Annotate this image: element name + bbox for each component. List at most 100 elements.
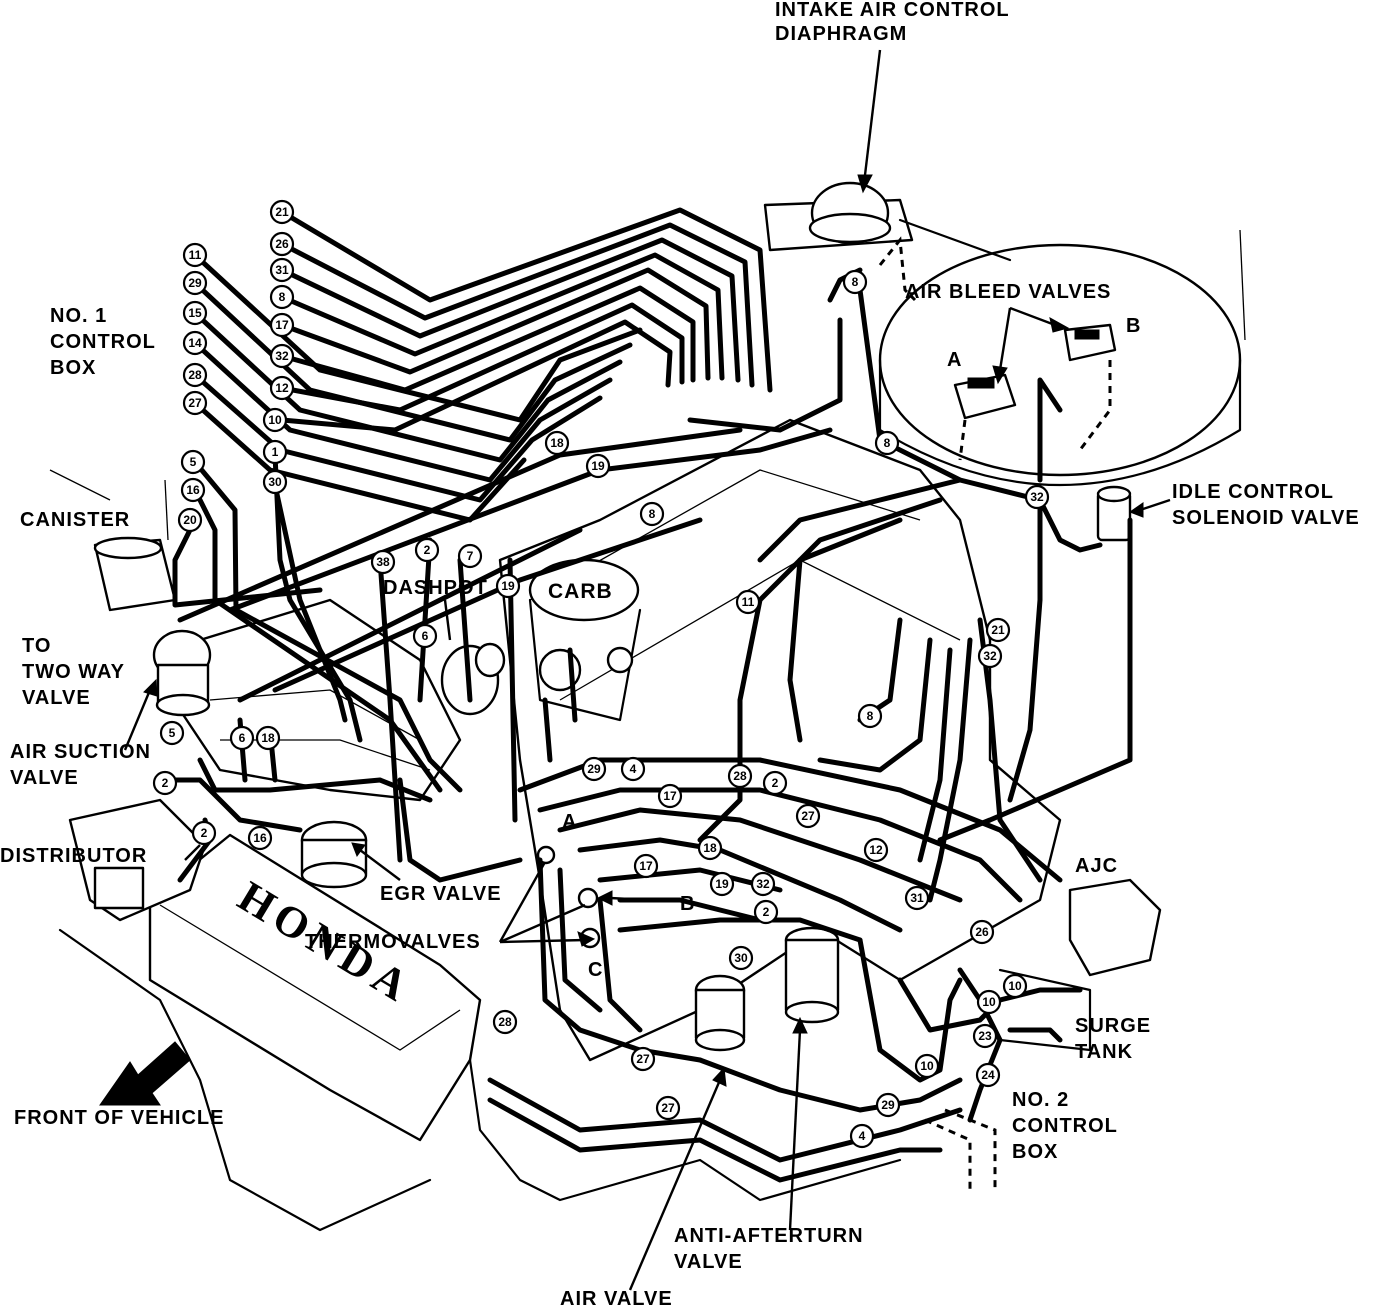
hose-tag-number: 6 <box>422 629 429 643</box>
surge-tank-label-line2: TANK <box>1075 1041 1133 1063</box>
hose-tag-circle <box>753 899 779 925</box>
hose-tag: 2 <box>414 537 440 563</box>
hose-tag-circle <box>182 390 208 416</box>
hose-tag-circle <box>247 825 273 851</box>
hose-tag-circle <box>977 643 1003 669</box>
hose-tag-number: 15 <box>188 306 202 320</box>
thermovalve-b-label: B <box>680 893 695 915</box>
two-way-valve-label: TO <box>22 635 51 657</box>
hose-tag-circle <box>262 439 288 465</box>
hose-tag: 16 <box>180 477 206 503</box>
hose-tag-circle <box>269 199 295 225</box>
hose-tag-number: 2 <box>763 905 770 919</box>
hose-tag-circle <box>655 1095 681 1121</box>
hose-tag: 4 <box>620 756 646 782</box>
hose-tag: 31 <box>904 885 930 911</box>
hose-tag-number: 17 <box>663 789 677 803</box>
hose-tag-number: 4 <box>859 1129 866 1143</box>
hose-tag-number: 23 <box>978 1029 992 1043</box>
no2-control-box-label-line3: BOX <box>1012 1141 1058 1163</box>
hose-tag-number: 27 <box>636 1052 650 1066</box>
hose-tag-circle <box>585 453 611 479</box>
hose-tag-number: 19 <box>591 459 605 473</box>
exhaust-manifold <box>178 598 462 802</box>
hose-tag-circle <box>182 242 208 268</box>
labels: INTAKE AIR CONTROL DIAPHRAGM NO. 1 CONTR… <box>0 0 1359 1308</box>
dashpot-label: DASHPOT <box>383 577 488 599</box>
hose-tag: 10 <box>1002 973 1028 999</box>
hose-tag-number: 8 <box>852 275 859 289</box>
hose-tag-circle <box>1002 973 1028 999</box>
hose-tag-number: 5 <box>169 726 176 740</box>
hose-tag-number: 11 <box>189 248 202 262</box>
hose-tag-number: 26 <box>275 237 289 251</box>
hose-tag: 30 <box>728 945 754 971</box>
thermovalve-c-label: C <box>588 959 603 981</box>
hose-tag: 17 <box>657 783 683 809</box>
hose-tag-number: 10 <box>268 413 282 427</box>
hose-tag-number: 27 <box>188 396 202 410</box>
hose-tag-circle <box>633 853 659 879</box>
hose-tag-circle <box>262 407 288 433</box>
hose-tag: 7 <box>457 543 483 569</box>
hose-tag-number: 32 <box>756 877 770 891</box>
hose-tag-circle <box>262 469 288 495</box>
hose-tag-number: 8 <box>649 507 656 521</box>
hose-tag-circle <box>182 300 208 326</box>
air-valve-label: AIR VALVE <box>560 1288 673 1308</box>
hose-tag-number: 31 <box>275 263 289 277</box>
canister-label: CANISTER <box>20 509 130 531</box>
no2-control-box-label: NO. 2 <box>1012 1089 1069 1111</box>
hose-tag-circle <box>457 543 483 569</box>
hose-number-tags: 2126318173212101129151428271305162088321… <box>152 199 1050 1149</box>
hose-tag: 8 <box>857 703 883 729</box>
hose-tag: 11 <box>735 589 761 615</box>
hose-tag-circle <box>269 343 295 369</box>
hose-tag: 28 <box>182 362 208 388</box>
hose-tag: 2 <box>152 770 178 796</box>
hose-tag-circle <box>750 871 776 897</box>
hose-tag: 24 <box>975 1062 1001 1088</box>
hose-tag-number: 18 <box>261 731 275 745</box>
hose-tag: 2 <box>762 770 788 796</box>
hose-tag: 29 <box>875 1092 901 1118</box>
carb-label: CARB <box>548 580 613 603</box>
hose-tag-number: 10 <box>1008 979 1022 993</box>
hose-tag: 26 <box>269 231 295 257</box>
hose-tag-number: 8 <box>867 709 874 723</box>
hose-tag-circle <box>180 477 206 503</box>
hose-tag: 4 <box>849 1123 875 1149</box>
hose-tag-number: 27 <box>801 809 815 823</box>
hose-tag: 27 <box>630 1046 656 1072</box>
hose-tag-circle <box>857 703 883 729</box>
hose-tag-number: 4 <box>630 762 637 776</box>
anti-afterburn-valve-label: ANTI-AFTERTURN <box>674 1225 864 1247</box>
front-arrow-icon <box>99 1041 191 1106</box>
hose-tag-circle <box>191 820 217 846</box>
hose-tag: 17 <box>269 312 295 338</box>
hose-tag: 8 <box>639 501 665 527</box>
hose-tag-circle <box>975 1062 1001 1088</box>
hose-tag-number: 18 <box>550 436 564 450</box>
hose-tag-circle <box>269 257 295 283</box>
hose-tag: 32 <box>750 871 776 897</box>
hose-tag-circle <box>269 312 295 338</box>
hose-tag-number: 19 <box>501 579 515 593</box>
hose-tag-number: 2 <box>424 543 431 557</box>
hose-tag: 16 <box>247 825 273 851</box>
no1-control-box-label-line2: CONTROL <box>50 331 156 353</box>
hose-tag-number: 38 <box>376 555 390 569</box>
hose-tag: 29 <box>182 270 208 296</box>
hose-tag-number: 5 <box>190 455 197 469</box>
hose-tag-circle <box>182 362 208 388</box>
hose-tag-number: 32 <box>275 349 289 363</box>
hose-tag: 12 <box>269 375 295 401</box>
hose-tag-circle <box>842 269 868 295</box>
no2-control-box-label-line2: CONTROL <box>1012 1115 1118 1137</box>
hose-tag-circle <box>709 871 735 897</box>
hose-tag: 1 <box>262 439 288 465</box>
hose-tag-number: 30 <box>268 475 282 489</box>
hose-tag-circle <box>863 837 889 863</box>
thermovalves-label: THERMOVALVES <box>305 931 481 953</box>
